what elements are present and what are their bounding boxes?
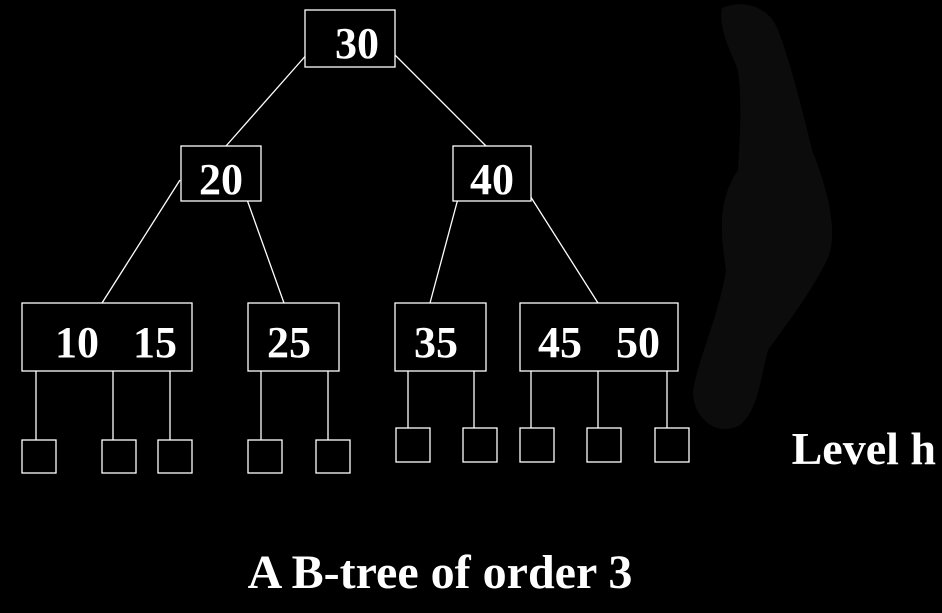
edge-root-left (225, 43, 317, 147)
leaf-4-key-1: 45 (538, 318, 582, 367)
edge-right-leaf-4 (519, 179, 599, 304)
internal-node-right (452, 145, 532, 202)
external-nodes (21, 427, 690, 474)
leaf-2-key-1: 25 (267, 318, 311, 367)
external-node (315, 439, 351, 474)
leaf-1-key-2: 15 (133, 318, 177, 367)
decorative-shape (693, 4, 833, 430)
external-node (21, 439, 57, 474)
diagram-caption: A B-tree of order 3 (248, 546, 633, 599)
leaf-1-key-1: 10 (55, 318, 99, 367)
right-node-key: 40 (470, 155, 514, 204)
external-node (395, 427, 431, 463)
root-key: 30 (335, 19, 379, 68)
external-node (247, 439, 283, 474)
leaf-3-key-1: 35 (414, 318, 458, 367)
leaf-node-4 (519, 302, 679, 372)
internal-node-left (180, 145, 262, 202)
leaf-node-1 (21, 302, 193, 372)
edge-left-leaf-1 (101, 179, 181, 304)
edge-root-right (383, 43, 487, 147)
external-node (586, 427, 622, 463)
external-node (462, 427, 498, 463)
left-node-key: 20 (199, 155, 243, 204)
level-label: Level h (792, 423, 936, 474)
external-node (519, 427, 555, 463)
tree-edges (35, 43, 668, 440)
tree-nodes (21, 9, 679, 372)
external-node (654, 427, 690, 463)
leaf-node-3 (394, 302, 487, 372)
root-node (304, 9, 396, 68)
external-node (157, 439, 193, 474)
leaf-node-2 (247, 302, 340, 372)
external-node (101, 439, 137, 474)
leaf-4-key-2: 50 (616, 318, 660, 367)
